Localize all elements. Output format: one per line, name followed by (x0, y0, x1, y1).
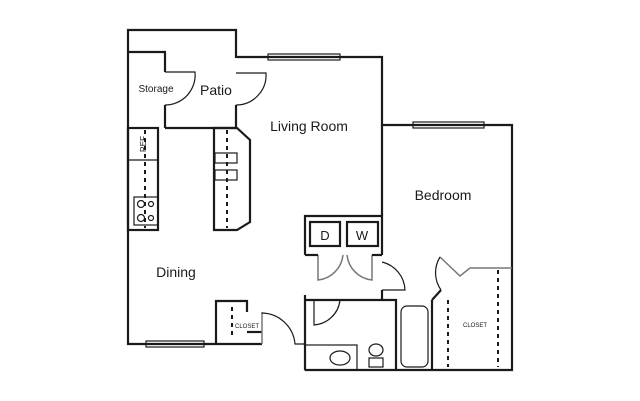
dining-window (145, 340, 205, 348)
living-room-label: Living Room (270, 118, 348, 134)
hall-closet (214, 299, 305, 346)
stove-icon (133, 196, 159, 226)
kitchen-dining (126, 126, 252, 348)
entry-door (261, 312, 305, 345)
washer-icon (345, 220, 380, 248)
bath-door (313, 299, 341, 326)
bathtub-icon (400, 305, 429, 368)
laundry-door-left (317, 254, 344, 281)
laundry-door-right (346, 254, 373, 281)
bedroom-window (412, 121, 485, 129)
bedroom-door (381, 261, 406, 291)
toilet-icon (368, 343, 384, 357)
dryer-label: D (320, 228, 329, 243)
sink-icon (329, 350, 351, 366)
patio-walls (126, 28, 267, 130)
storage-door (164, 71, 196, 106)
bathroom (303, 295, 434, 371)
bedroom-closet-label: CLOSET (463, 323, 487, 329)
laundry (303, 214, 406, 300)
washer-label: W (356, 228, 369, 243)
dining-label: Dining (156, 264, 196, 280)
bedroom-label: Bedroom (415, 187, 472, 203)
dryer-icon (308, 220, 342, 248)
patio-label: Patio (200, 82, 232, 98)
patio-door (235, 72, 267, 106)
storage-label: Storage (138, 84, 173, 95)
bedroom-closet (431, 256, 512, 367)
refrigerator-label: REF (139, 136, 148, 152)
vanity (304, 344, 358, 371)
hall-closet-label: CLOSET (235, 324, 259, 330)
living-room-walls (236, 53, 514, 372)
living-room-window (267, 53, 341, 61)
